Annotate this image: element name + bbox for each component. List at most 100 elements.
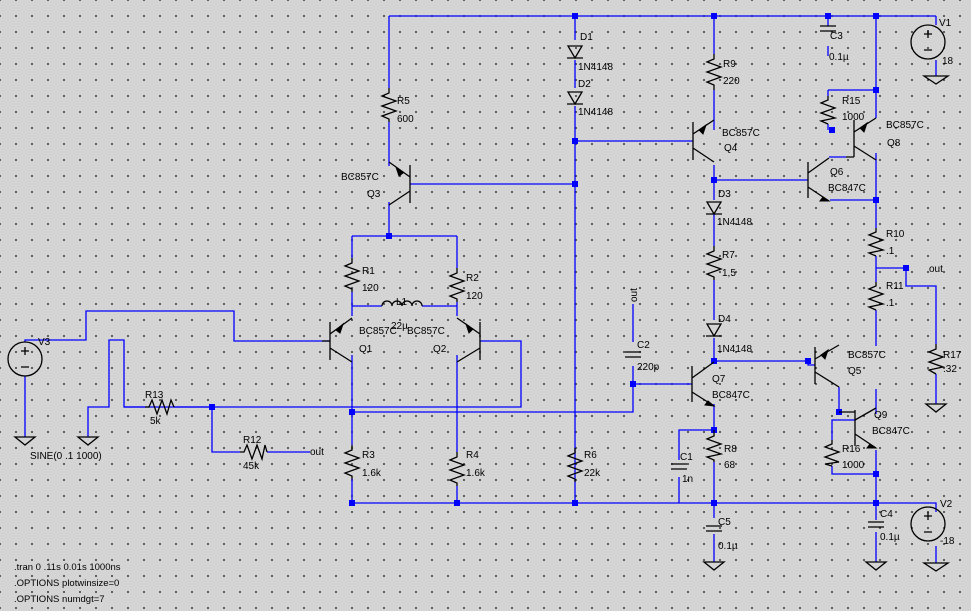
c5-value: 0.1µ <box>718 541 738 552</box>
r13-value: 5k <box>150 416 162 427</box>
r5-name: R5 <box>397 96 410 107</box>
resistor-r4[interactable]: R4 1.6k <box>448 450 486 486</box>
resistor-r2[interactable]: R2 120 <box>448 268 483 302</box>
transistor-q5[interactable]: BC857C Q5 <box>814 344 886 388</box>
v1-name: V1 <box>939 18 952 29</box>
wires <box>24 15 937 563</box>
transistor-q2[interactable]: BC857C Q2 <box>407 317 481 363</box>
c3-name: C3 <box>830 31 843 42</box>
resistor-r1[interactable]: R1 120 <box>343 258 379 294</box>
r13-name: R13 <box>145 390 164 401</box>
d3-value: 1N4148 <box>717 217 752 228</box>
resistor-r15[interactable]: R15 1000 <box>818 96 865 125</box>
resistor-r7[interactable]: R7 1,5 <box>705 246 736 280</box>
q3-name: Q3 <box>367 189 381 200</box>
r9-name: R9 <box>723 59 736 70</box>
resistor-r12[interactable]: R12 45k <box>240 435 268 472</box>
r6-name: R6 <box>584 450 597 461</box>
r6-value: 22k <box>584 468 601 479</box>
capacitor-c5[interactable]: C5 0.1µ <box>706 517 738 552</box>
c3-value: 0.1µ <box>829 52 849 63</box>
c5-name: C5 <box>718 517 731 528</box>
capacitor-c3[interactable]: C3 0.1µ <box>820 25 849 63</box>
diode-d4[interactable]: D4 1N4148 <box>705 314 752 355</box>
resistor-r3[interactable]: R3 1.6k <box>343 445 382 479</box>
q2-model: BC857C <box>407 326 445 337</box>
c2-name: C2 <box>637 340 650 351</box>
r16-name: R16 <box>842 444 861 455</box>
q4-model: BC857C <box>722 128 760 139</box>
v3-name: V3 <box>38 337 51 348</box>
r5-value: 600 <box>397 114 414 125</box>
resistor-r9[interactable]: R9 220 <box>705 54 740 90</box>
d1-value: 1N4148 <box>578 62 613 73</box>
capacitor-c4[interactable]: C4 0.1µ <box>868 509 900 543</box>
resistor-r10[interactable]: R10 .1 <box>866 228 905 257</box>
ground-v1 <box>921 75 951 85</box>
r10-value: .1 <box>886 246 895 257</box>
q6-model: BC847C <box>828 183 866 194</box>
r11-value: .1 <box>886 298 895 309</box>
transistor-q8[interactable]: BC857C Q8 <box>846 117 924 161</box>
q7-model: BC847C <box>712 390 750 401</box>
capacitor-c2[interactable]: C2 220p <box>625 340 660 373</box>
q3-model: BC857C <box>341 172 379 183</box>
resistor-r6[interactable]: R6 22k <box>566 448 601 482</box>
r1-value: 120 <box>362 283 379 294</box>
voltage-source-v3[interactable]: V3 SINE(0 .1 1000) <box>7 337 102 462</box>
q8-model: BC857C <box>886 120 924 131</box>
resistor-r8[interactable]: R8 68 <box>704 430 737 471</box>
diode-d3[interactable]: D3 1N4148 <box>705 189 752 228</box>
transistor-q7[interactable]: Q7 BC847C <box>691 361 750 407</box>
ground-r17 <box>924 403 948 413</box>
q5-model: BC857C <box>848 350 886 361</box>
c1-value: 1n <box>682 474 693 485</box>
resistor-r5[interactable]: R5 600 <box>380 88 414 125</box>
spice-directive-plotwinsize: .OPTIONS plotwinsize=0 <box>14 578 119 589</box>
transistor-q3[interactable]: BC857C Q3 <box>341 161 411 206</box>
r3-name: R3 <box>362 450 375 461</box>
resistor-r17[interactable]: R17 .32 <box>927 344 962 375</box>
l1-name: L1 <box>396 297 408 308</box>
inductor-l1[interactable]: L1 22µ <box>381 297 423 332</box>
resistor-r13[interactable]: R13 5k <box>145 390 175 427</box>
r2-name: R2 <box>466 273 479 284</box>
resistor-r16[interactable]: R16 1000 <box>823 440 865 471</box>
r17-value: .32 <box>943 364 957 375</box>
d2-name: D2 <box>578 79 591 90</box>
transistor-q9[interactable]: Q9 BC847C <box>839 407 910 449</box>
r4-name: R4 <box>466 450 479 461</box>
voltage-source-v1[interactable]: V1 18 <box>910 18 954 67</box>
r2-value: 120 <box>466 291 483 302</box>
transistor-q6[interactable]: Q6 BC847C <box>807 157 866 202</box>
c2-value: 220p <box>637 362 660 373</box>
diode-d2[interactable]: D2 1N4148 <box>566 79 613 118</box>
resistor-r11[interactable]: R11 .1 <box>866 281 904 311</box>
q2-name: Q2 <box>433 344 447 355</box>
r3-value: 1.6k <box>362 468 382 479</box>
q5-name: Q5 <box>848 366 862 377</box>
q1-name: Q1 <box>359 344 373 355</box>
q1-model: BC857C <box>359 326 397 337</box>
q6-name: Q6 <box>830 167 844 178</box>
transistor-q1[interactable]: BC857C Q1 <box>322 317 397 363</box>
d4-value: 1N4148 <box>717 344 752 355</box>
ground-v2 <box>921 562 951 572</box>
capacitor-c1[interactable]: C1 1n <box>671 452 693 485</box>
d2-value: 1N4148 <box>578 107 613 118</box>
v2-value: -18 <box>940 536 955 547</box>
d3-name: D3 <box>718 189 731 200</box>
spice-directive-numdgt: .OPTIONS numdgt=7 <box>14 594 105 605</box>
r11-name: R11 <box>886 281 904 292</box>
transistor-q4[interactable]: BC857C Q4 <box>692 119 760 163</box>
voltage-source-v2[interactable]: V2 -18 <box>910 499 955 547</box>
diode-d1[interactable]: D1 1N4148 <box>566 32 613 73</box>
q4-name: Q4 <box>724 143 738 154</box>
ground-q2-loop <box>76 436 100 446</box>
r7-value: 1,5 <box>722 268 736 279</box>
r15-name: R15 <box>842 96 861 107</box>
r12-value: 45k <box>243 461 260 472</box>
r8-value: 68 <box>724 460 736 471</box>
